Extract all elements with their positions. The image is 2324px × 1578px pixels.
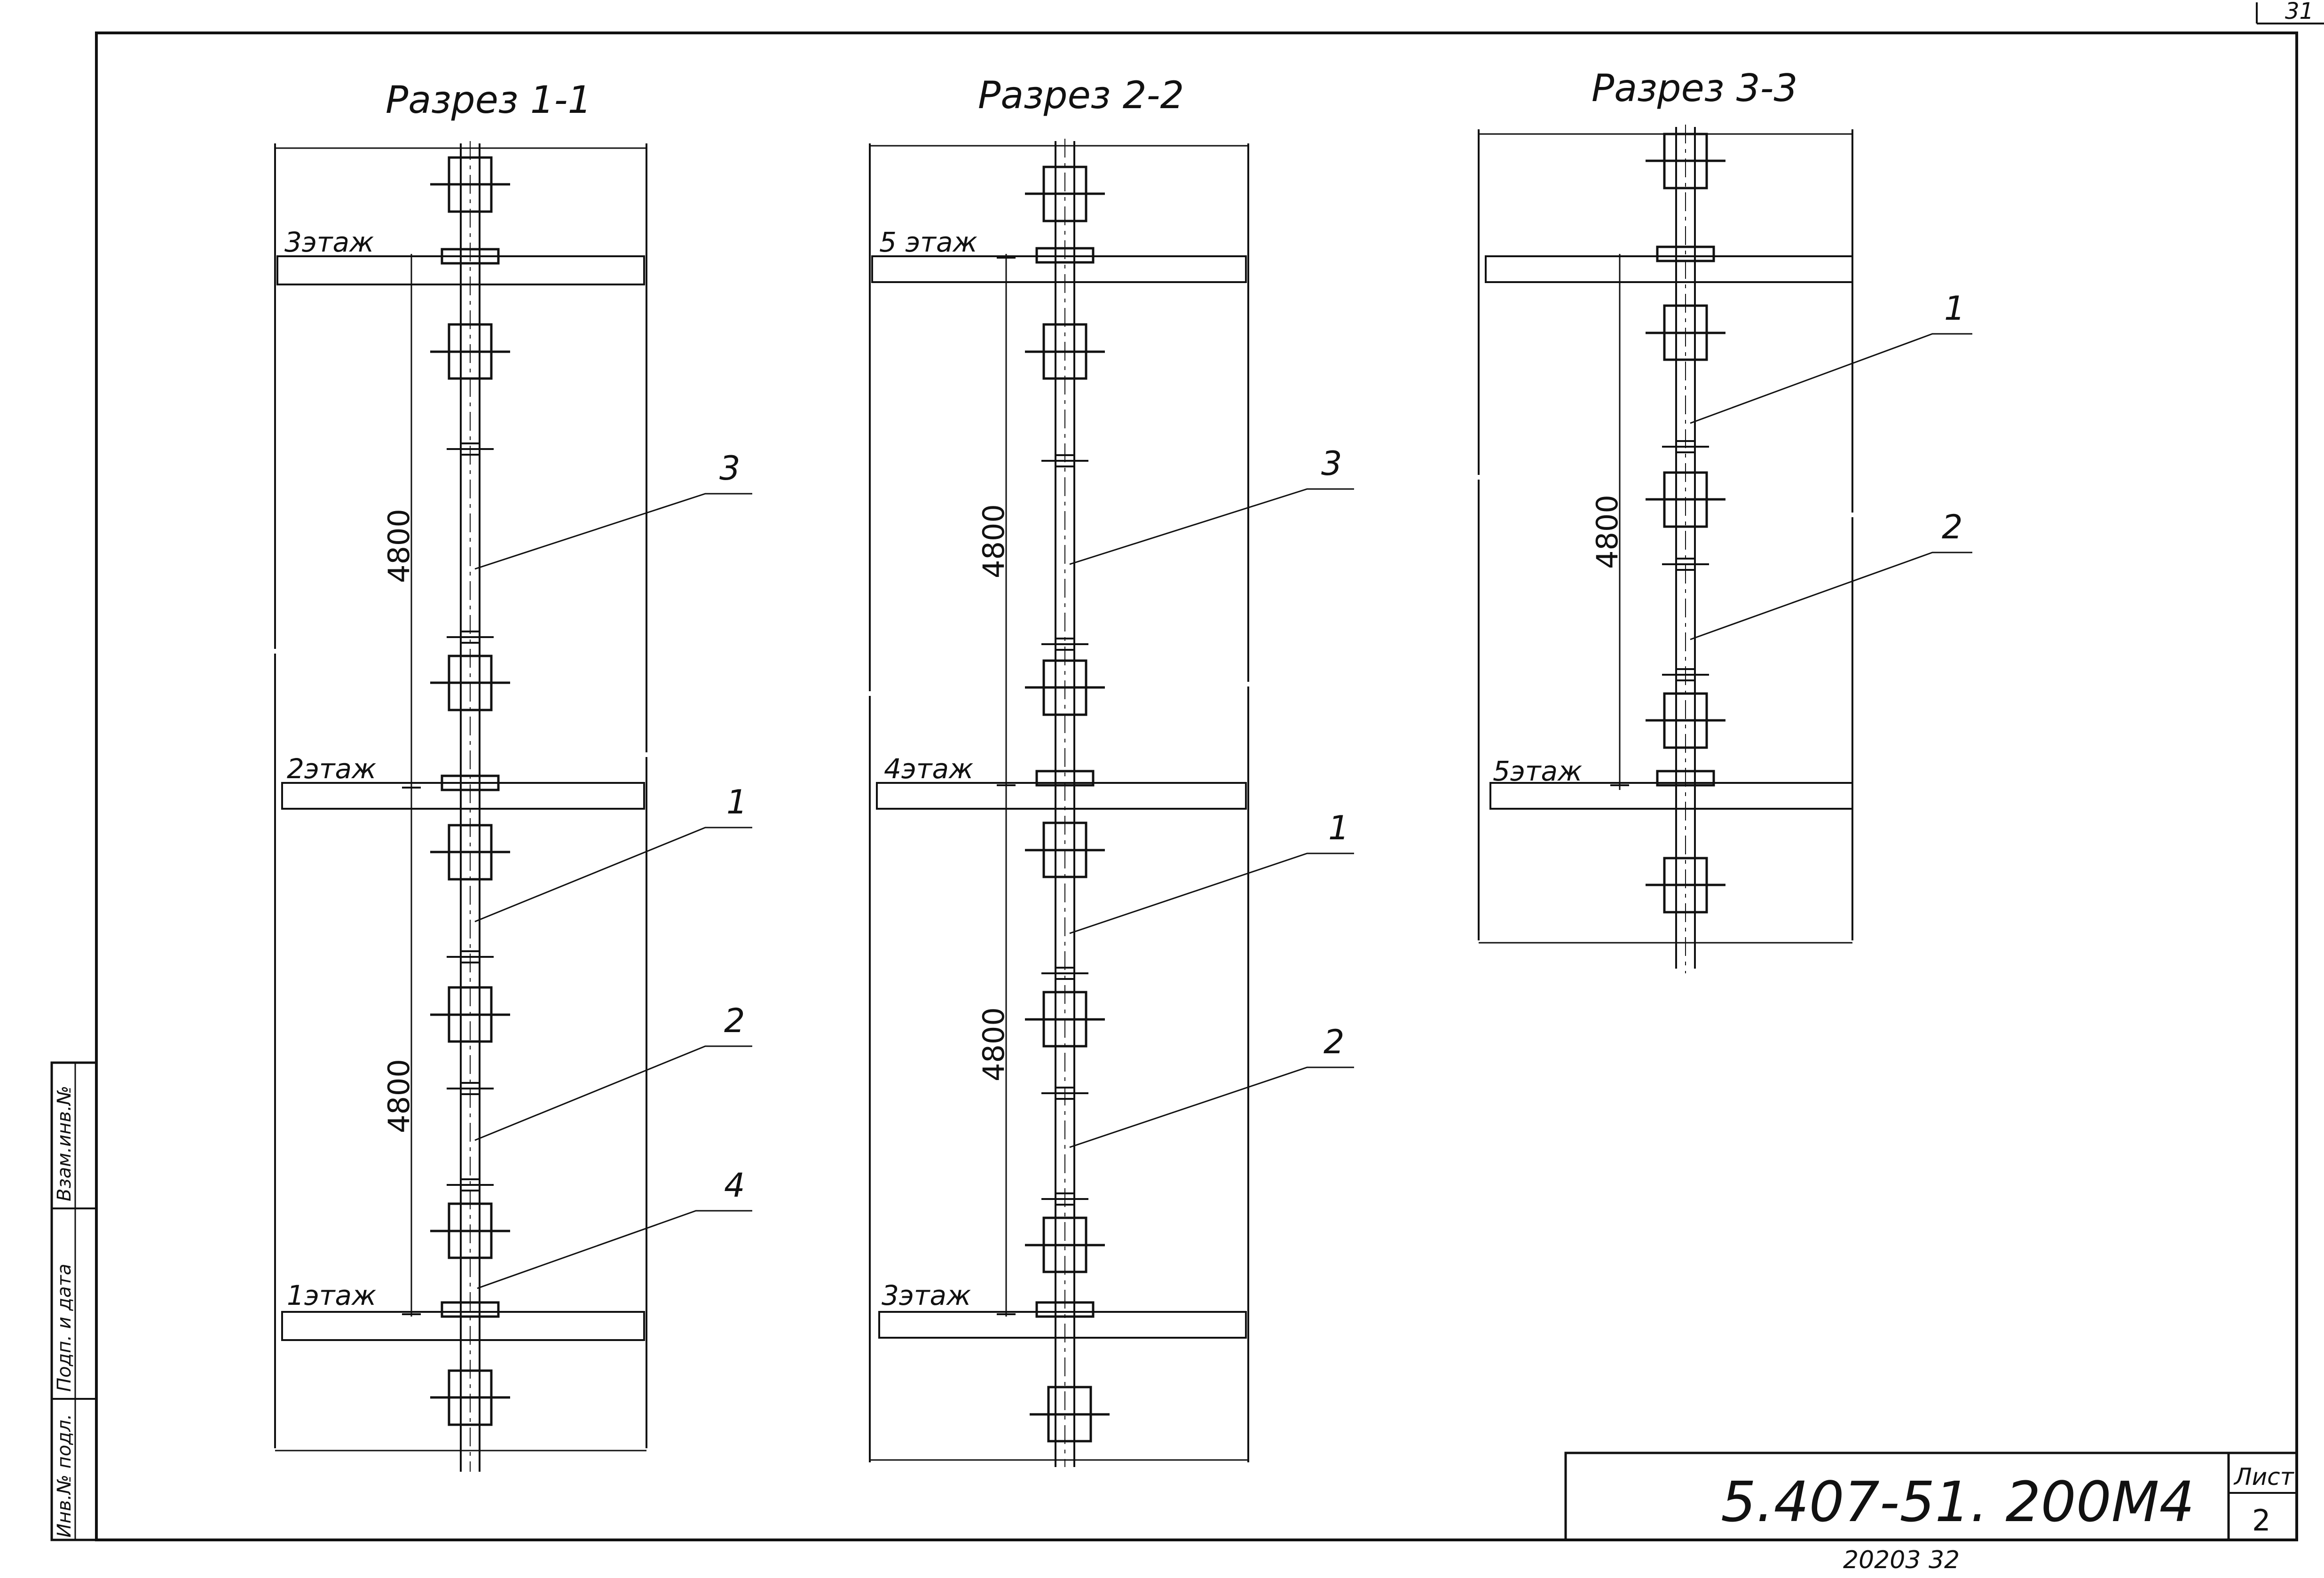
callout-number: 2 (1942, 508, 1963, 546)
callout-number: 1 (726, 783, 748, 821)
leader-line (474, 827, 752, 923)
section-3-3: Разрез 3-3 4800 5этаж 1 2 (1478, 66, 1972, 973)
sheet-frame (95, 32, 2298, 1541)
dimension-label: 4800 (382, 509, 416, 583)
floor-slab (281, 1311, 645, 1341)
floor-slab (1489, 782, 1853, 810)
floor-slab (876, 782, 1247, 810)
callout-number: 1 (1944, 289, 1965, 328)
pipe-clamps (1662, 440, 1709, 681)
section-2-2: Разрез 2-2 4800 4800 5 этаж 4этаж 3этаж (869, 73, 1354, 1467)
floor-slab (281, 782, 645, 810)
leader-line (477, 1210, 752, 1289)
sheet-label: Лист (2233, 1463, 2295, 1491)
section-envelope (1478, 129, 1853, 940)
side-stamp: Инв.№ подл. Подп. и дата Взам.инв.№ (50, 1061, 98, 1541)
floor-label: 1этаж (287, 1279, 376, 1311)
leader-line (1069, 1066, 1354, 1148)
floor-label: 5этаж (1493, 755, 1582, 787)
floor-slab (871, 255, 1247, 283)
leader-line (474, 1045, 752, 1141)
pipe-clamps (447, 442, 494, 1191)
dimension-label: 4800 (977, 504, 1011, 578)
callout-number: 3 (719, 449, 741, 488)
callout-number: 4 (724, 1166, 745, 1205)
corner-tab (2256, 2, 2324, 24)
section-title: Разрез 2-2 (978, 73, 1184, 117)
leader-line (1690, 333, 1972, 424)
dimension-label: 4800 (977, 1007, 1011, 1081)
floor-label: 3этаж (284, 226, 374, 258)
leader-line (1069, 488, 1354, 565)
document-code: 5.407-51. 200М4 (1721, 1469, 2195, 1534)
section-title: Разрез 1-1 (386, 78, 591, 122)
side-stamp-frame (50, 1061, 98, 1541)
leader-line (474, 493, 752, 570)
floor-slab (1485, 255, 1853, 283)
section-envelope (869, 143, 1249, 1462)
pipe-clamps (1041, 454, 1088, 1206)
floor-label: 3этаж (882, 1279, 971, 1311)
side-stamp-label: Инв.№ подл. (54, 1414, 75, 1538)
floor-label: 2этаж (287, 753, 376, 785)
pipe-couplings (430, 156, 510, 1426)
floor-label: 4этаж (884, 753, 973, 785)
callout-number: 2 (1323, 1023, 1345, 1061)
dimension-label: 4800 (1590, 495, 1624, 569)
section-1-1: Разрез 1-1 4800 4800 3этаж 2этаж 1этаж (274, 78, 752, 1472)
section-envelope (274, 143, 647, 1448)
floor-label: 5 этаж (879, 226, 977, 258)
dimension-label: 4800 (382, 1059, 416, 1133)
sheet-number: 2 (2252, 1503, 2270, 1538)
callout-number: 2 (724, 1002, 745, 1040)
pipe-couplings (1646, 133, 1725, 914)
leader-line (1069, 852, 1354, 934)
footer-code: 20203 32 (1843, 1546, 1960, 1574)
leader-line (1690, 552, 1972, 640)
side-stamp-label: Взам.инв.№ (54, 1086, 75, 1201)
corner-sheet-number: 31 (2285, 0, 2314, 24)
side-stamp-label: Подп. и дата (54, 1264, 75, 1392)
floor-slab (878, 1311, 1247, 1339)
pipe-couplings (1025, 166, 1110, 1443)
callout-number: 1 (1328, 809, 1349, 847)
title-block-frame (1564, 1452, 2298, 1541)
section-title: Разрез 3-3 (1591, 66, 1797, 110)
title-block: 5.407-51. 200М4 Лист 2 20203 32 (1564, 1452, 2298, 1574)
callout-number: 3 (1321, 444, 1342, 483)
